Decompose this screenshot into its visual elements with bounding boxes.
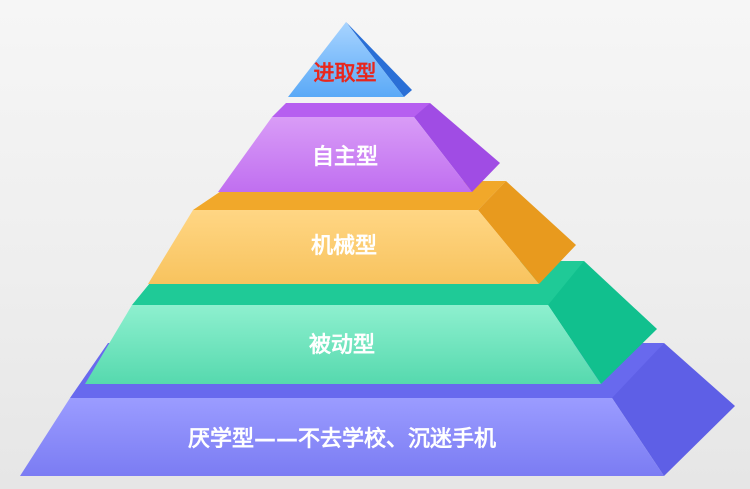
tier-1-label: 进取型	[314, 61, 377, 85]
tier-5-side-face	[612, 343, 735, 476]
tier-4-label: 被动型	[309, 333, 375, 358]
tier-4-passive: 被动型	[85, 261, 657, 384]
tier-4-front-face	[85, 305, 601, 384]
tier-1-proactive: 进取型	[288, 22, 412, 97]
tier-1-side-face	[346, 22, 412, 97]
tier-2-front-face	[218, 117, 472, 192]
tier-3-front-face	[148, 210, 539, 284]
tier-1-front-face	[288, 22, 404, 97]
tier-3-side-face	[478, 181, 576, 284]
tier-3-label: 机械型	[311, 234, 377, 259]
tier-2-autonomous: 自主型	[218, 103, 500, 192]
tier-3-mechanical: 机械型	[148, 181, 576, 284]
tier-5-label: 厌学型——不去学校、沉迷手机	[188, 426, 496, 452]
tier-4-side-face	[548, 261, 657, 384]
tier-2-side-face	[414, 103, 500, 192]
tier-2-top-face	[272, 103, 430, 117]
tier-2-label: 自主型	[312, 144, 378, 170]
tier-5-front-face	[20, 398, 664, 476]
